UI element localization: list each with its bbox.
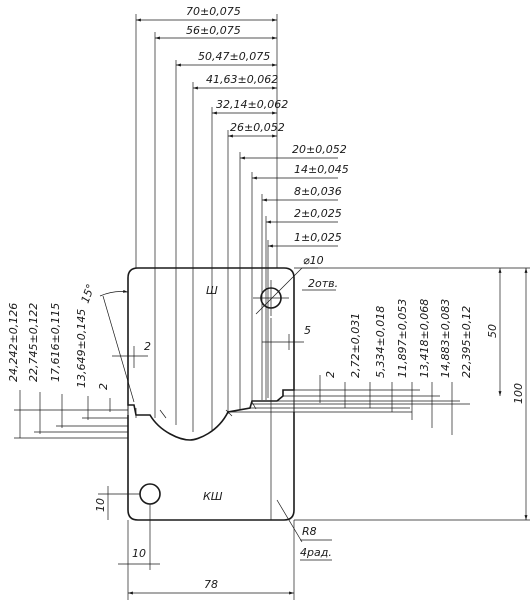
- right-dimension-lines: [228, 375, 470, 435]
- dim-5-334: 5,334±0,018: [374, 306, 387, 378]
- dim-26: 26±0,052: [230, 121, 285, 134]
- radius-count: 4рад.: [300, 546, 332, 559]
- dim-5-group: 5: [262, 324, 311, 350]
- zone-label-bottom: КШ: [203, 490, 223, 503]
- dim-14: 14±0,045: [294, 163, 349, 176]
- bottom-dimension-group: 78 10 10: [94, 486, 295, 600]
- dim-50-100-group: 50 100: [294, 267, 530, 521]
- dim-2: 2±0,025: [294, 207, 342, 220]
- dim-2-left: 2: [144, 340, 151, 353]
- top-dimension-lines: [136, 18, 338, 248]
- dim-13-649: 13,649±0,145: [75, 309, 88, 388]
- radius-r8: R8: [302, 525, 317, 538]
- top-dimension-texts: 70±0,075 56±0,075 50,47±0,075 41,63±0,06…: [186, 5, 349, 244]
- dim-11-897: 11,897±0,053: [396, 299, 409, 378]
- left-dimension-lines: [14, 390, 128, 439]
- angle-15: 15°: [79, 282, 98, 305]
- dim-41-63: 41,63±0,062: [206, 73, 278, 86]
- dim-13-418: 13,418±0,068: [418, 299, 431, 378]
- part-outline: [127, 267, 295, 521]
- top-extension-lines: [135, 14, 278, 432]
- right-dimension-texts: 2,72±0,031 5,334±0,018 11,897±0,053 13,4…: [324, 299, 473, 378]
- hole-bottom-left: [139, 483, 161, 505]
- dim-50: 50: [486, 324, 499, 338]
- dim-78: 78: [204, 578, 218, 591]
- dim-2-right: 2: [324, 371, 337, 378]
- hole-count: 2отв.: [308, 277, 338, 290]
- dim-20: 20±0,052: [292, 143, 347, 156]
- dim-56: 56±0,075: [186, 24, 241, 37]
- hole-callout: ⌀10 2отв.: [255, 254, 338, 315]
- dim-100: 100: [512, 383, 525, 404]
- hole-top-right: [253, 280, 289, 316]
- dim-5: 5: [304, 324, 311, 337]
- dim-32-14: 32,14±0,062: [216, 98, 288, 111]
- dim-50-47: 50,47±0,075: [198, 50, 270, 63]
- hole-diameter: ⌀10: [303, 254, 324, 267]
- dim-17-616: 17,616±0,115: [49, 303, 62, 382]
- dim-8: 8±0,036: [294, 185, 342, 198]
- dim-24-242: 24,242±0,126: [7, 303, 20, 382]
- dim-70: 70±0,075: [186, 5, 241, 18]
- dim-22-745: 22,745±0,122: [27, 303, 40, 382]
- left-dimension-texts: 24,242±0,126 22,745±0,122 17,616±0,115 1…: [7, 303, 88, 388]
- dim-2-left-b: 2: [97, 383, 110, 390]
- angle-dimension: 15°: [79, 282, 135, 403]
- dim-1: 1±0,025: [294, 231, 342, 244]
- radius-callout: R8 4рад.: [276, 499, 332, 561]
- dim-2-72: 2,72±0,031: [349, 313, 362, 378]
- zone-label-top: Ш: [206, 284, 218, 297]
- dim-22-395: 22,395±0,12: [460, 306, 473, 378]
- dim-14-883: 14,883±0,083: [439, 299, 452, 378]
- dim-10-horiz: 10: [132, 547, 146, 560]
- dim-2-left-group: 2 2: [97, 340, 151, 412]
- dim-10-vert: 10: [94, 498, 107, 512]
